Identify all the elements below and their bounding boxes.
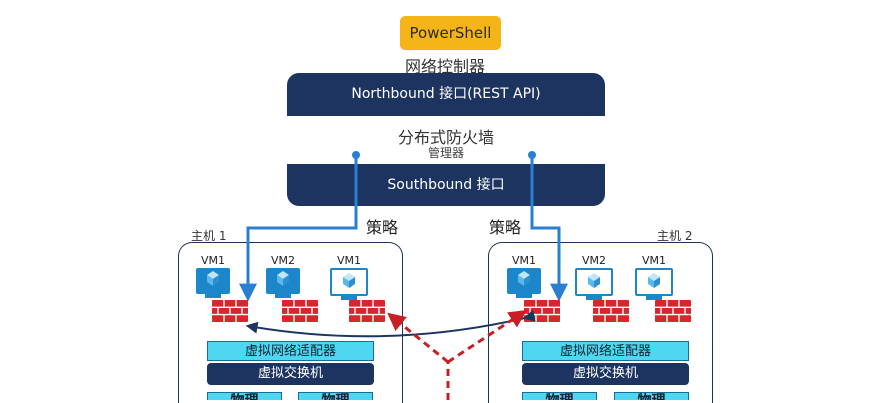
vm-cube-icon — [518, 271, 530, 286]
host2-vm-label: VM2 — [581, 254, 606, 267]
host2-physical-nic: 物理 — [522, 392, 597, 400]
powershell-box: PowerShell — [400, 16, 501, 50]
policy-label-left: 策略 — [366, 218, 399, 237]
host2-physical-nic: 物理 — [614, 392, 689, 400]
host1-virtual-switch: 虚拟交换机 — [207, 363, 374, 385]
host1-vm-label: VM1 — [200, 254, 225, 267]
firewall-icon — [654, 299, 692, 323]
vm-cube-icon — [277, 271, 289, 286]
firewall-icon — [523, 299, 561, 323]
vm-cube-icon — [343, 273, 355, 288]
host1-vm-label: VM1 — [336, 254, 361, 267]
southbound-interface: Southbound 接口 — [387, 177, 505, 193]
host1-physical-nic: 物理 — [298, 392, 373, 400]
host2-vm-label: VM1 — [641, 254, 666, 267]
host1-vm-label: VM2 — [270, 254, 295, 267]
policy-line-right — [528, 151, 568, 302]
vm-cube-icon — [588, 273, 600, 288]
policy-label-right: 策略 — [489, 218, 522, 237]
host1-physical-nic: 物理 — [207, 392, 282, 400]
blocked-traffic-arrows — [387, 310, 528, 400]
northbound-interface: Northbound 接口(REST API) — [351, 86, 541, 102]
dfw-title: 分布式防火墙 — [397, 128, 494, 147]
firewall-icon — [348, 299, 386, 323]
host1-virtual-nic: 虚拟网络适配器 — [207, 341, 374, 361]
vm-traffic-connection — [245, 310, 536, 338]
policy-line-left — [239, 151, 360, 302]
host1-label: 主机 1 — [191, 229, 227, 243]
dfw-subtitle: 管理器 — [427, 146, 464, 160]
host2-label: 主机 2 — [657, 229, 693, 243]
vm-cube-icon — [207, 271, 219, 286]
firewall-icon — [211, 299, 249, 323]
host2-virtual-switch: 虚拟交换机 — [522, 363, 689, 385]
dfw-manager-panel — [287, 116, 605, 164]
firewall-icon — [281, 299, 319, 323]
host2-virtual-nic: 虚拟网络适配器 — [522, 341, 689, 361]
vm-cube-icon — [648, 273, 660, 288]
firewall-icon — [592, 299, 630, 323]
network-controller-label: 网络控制器 — [404, 57, 485, 76]
network-controller: Northbound 接口(REST API) 分布式防火墙 管理器 South… — [287, 73, 605, 206]
host2-vm-label: VM1 — [511, 254, 536, 267]
